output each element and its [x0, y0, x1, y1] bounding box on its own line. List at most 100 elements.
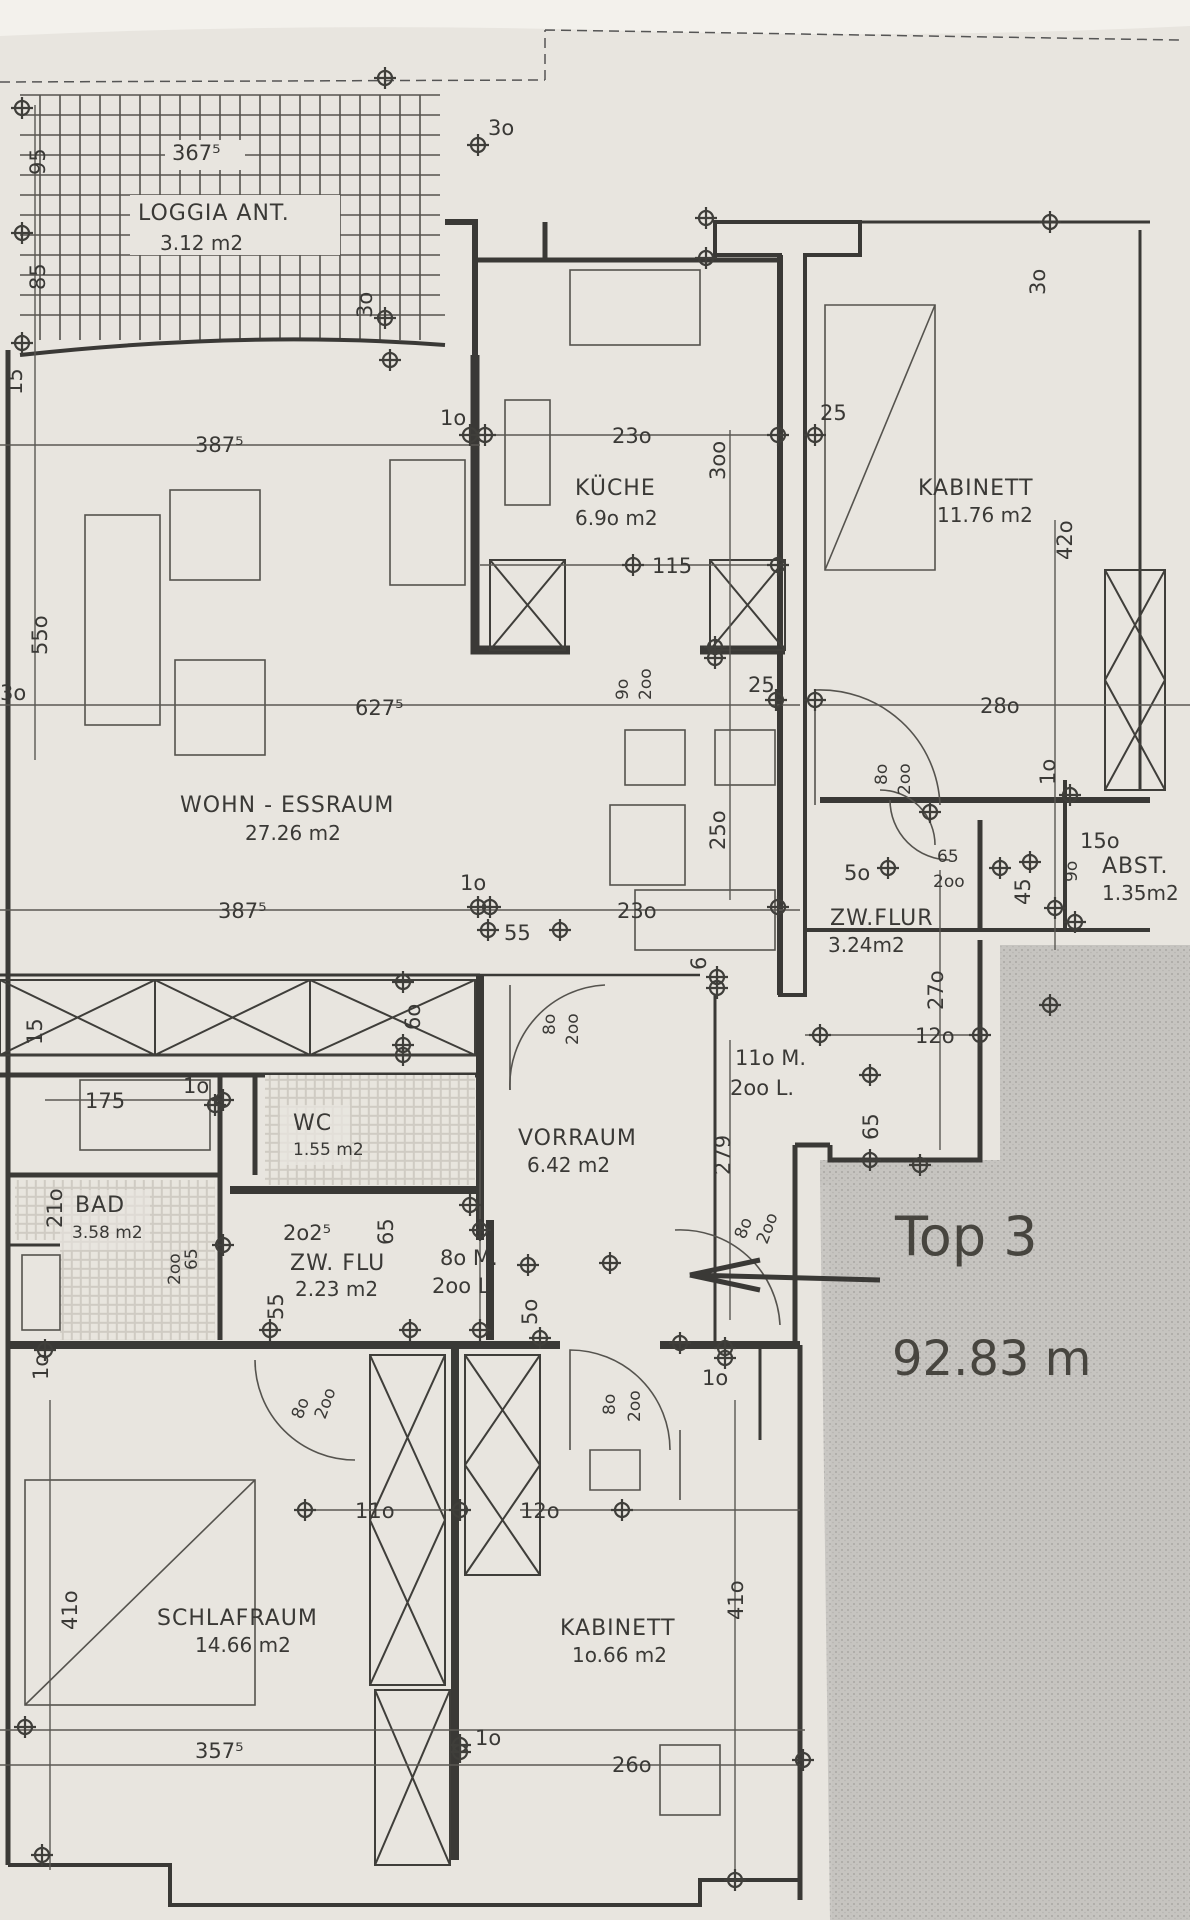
dimension-marker [919, 801, 941, 823]
wc-label-bg [280, 1105, 350, 1165]
room-label-kabinett-1: KABINETT [918, 476, 1034, 501]
dimension-marker [859, 1064, 881, 1086]
room-area-zwflur-1: 3.24m2 [828, 933, 905, 957]
door-b-width: 8o [540, 1014, 560, 1035]
dimension-marker [706, 977, 728, 999]
room-label-wohn: WOHN - ESSRAUM [180, 793, 394, 818]
dimension-marker [14, 1716, 36, 1738]
dimension-marker [34, 1339, 56, 1361]
dim-95: 95 [26, 148, 50, 175]
dim-60: 6o [401, 1004, 425, 1030]
dim-55-a: 55 [504, 921, 531, 945]
door-a-height: 2oo [895, 763, 915, 795]
dim-110: 11o [355, 1499, 395, 1523]
dim-279: 279 [711, 1135, 735, 1175]
dimension-marker [1044, 897, 1066, 919]
room-area-loggia: 3.12 m2 [160, 231, 243, 255]
dimension-marker [467, 134, 489, 156]
dimension-marker [1039, 211, 1061, 233]
dimension-marker [469, 1219, 491, 1241]
unit-total-area: 92.83 m [892, 1331, 1091, 1387]
room-label-zwflur-2: ZW. FLU [290, 1251, 385, 1276]
dim-30-d: 3o [1026, 269, 1050, 295]
dimension-marker [204, 1094, 226, 1116]
dim-6: 6 [687, 957, 711, 970]
dimension-marker [877, 857, 899, 879]
door-c-height: 2oo [625, 1390, 645, 1422]
door-swings [254, 689, 951, 1461]
dimension-marker [469, 1319, 491, 1341]
dimension-marker [392, 971, 414, 993]
furniture [21, 269, 936, 1816]
room-area-kabinett-1: 11.76 m2 [937, 503, 1033, 527]
dim-230-b: 23o [617, 899, 657, 923]
room-area-zwflur-2: 2.23 m2 [295, 1277, 378, 1301]
dim-120-a: 12o [915, 1024, 955, 1048]
dim-25-b: 25 [748, 673, 775, 697]
dimension-marker [1019, 851, 1041, 873]
dim-627: 627⁵ [355, 696, 404, 720]
dimension-marker [599, 1252, 621, 1274]
neighbour-area-2 [820, 1180, 1000, 1920]
room-label-schlafraum: SCHLAFRAUM [157, 1606, 318, 1631]
dim-30-a: 3o [488, 116, 514, 140]
dim-250: 25o [706, 810, 730, 850]
dim-280: 28o [980, 694, 1020, 718]
entrance-arrow [689, 1257, 881, 1293]
room-area-wohn: 27.26 m2 [245, 821, 341, 845]
dim-50-b: 5o [518, 1299, 542, 1325]
dim-230-a: 23o [612, 424, 652, 448]
dim-30-c: 3o [0, 681, 26, 705]
dim-410-a: 41o [724, 1580, 748, 1620]
dimension-marker [399, 1319, 421, 1341]
dim-50-a: 5o [844, 861, 870, 885]
dim-10-d: 1o [702, 1366, 728, 1390]
dimension-marker [374, 67, 396, 89]
dimension-markers [11, 67, 1086, 1891]
dimension-marker [374, 307, 396, 329]
dim-410-b: 41o [58, 1590, 82, 1630]
room-label-kabinett-2: KABINETT [560, 1616, 676, 1641]
dimension-marker [695, 207, 717, 229]
dim-15-a: 15 [3, 368, 27, 395]
dimension-marker [11, 332, 33, 354]
dimension-marker [989, 857, 1011, 879]
dimension-marker [767, 424, 789, 446]
dimension-marker [767, 554, 789, 576]
door-a-width: 8o [872, 764, 892, 785]
dimension-marker [459, 1194, 481, 1216]
dimension-marker [669, 1332, 691, 1354]
dim-270: 27o [924, 970, 948, 1010]
door-b-height: 2oo [563, 1013, 583, 1045]
dim-367: 367⁵ [172, 141, 221, 165]
dim-387-top: 387⁵ [195, 433, 244, 457]
door-i-width: 9o [1062, 861, 1082, 882]
room-label-vorraum: VORRAUM [518, 1126, 637, 1151]
dim-85: 85 [26, 263, 50, 290]
loggia-label-bg [130, 195, 340, 255]
dimension-marker [792, 1749, 814, 1771]
loggia-dim-bg [165, 140, 245, 170]
door-h-width: 65 [182, 1248, 202, 1270]
dim-150: 15o [1080, 829, 1120, 853]
dimension-marker [11, 97, 33, 119]
dimension-marker [474, 424, 496, 446]
bad-label-bg [60, 1190, 150, 1250]
dimension-marker [479, 896, 501, 918]
dimension-marker [259, 1319, 281, 1341]
dim-357: 357⁵ [195, 1739, 244, 1763]
room-area-abst: 1.35m2 [1102, 881, 1179, 905]
dimension-marker [704, 647, 726, 669]
dim-420: 42o [1053, 520, 1077, 560]
room-area-kueche: 6.9o m2 [575, 506, 658, 530]
dimension-marker [724, 1869, 746, 1891]
dimension-marker [804, 424, 826, 446]
dimension-marker [804, 689, 826, 711]
door-g-height: 2oo [933, 872, 965, 892]
room-area-schlafraum: 14.66 m2 [195, 1633, 291, 1657]
unit-stamp: Top 3 [894, 1205, 1038, 1268]
room-label-zwflur-1: ZW.FLUR [830, 906, 934, 931]
dim-30-b: 3o [353, 292, 377, 318]
